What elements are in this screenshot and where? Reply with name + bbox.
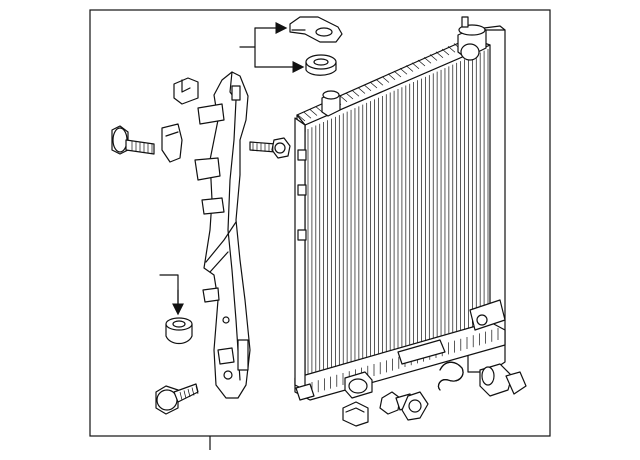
upper-mount-bracket	[289, 16, 343, 43]
stud-thread	[252, 143, 274, 152]
upper-insulator	[305, 54, 337, 76]
bolt	[111, 125, 155, 155]
stud-bolt	[249, 137, 291, 159]
lower-insulator-callout	[159, 274, 184, 316]
side-bracket-baffle	[194, 71, 251, 399]
sensor-fitting	[479, 363, 527, 397]
drain-plug	[342, 401, 369, 427]
radiator-core	[294, 16, 506, 401]
upper-mount-callout	[239, 22, 305, 73]
hose-clip	[437, 361, 464, 391]
clip	[161, 77, 199, 163]
drain-valve	[379, 391, 429, 421]
diagram-frame	[89, 9, 551, 437]
lower-bolt-thread	[179, 385, 199, 401]
lower-bolt	[155, 383, 199, 415]
radiator-fins	[307, 49, 489, 381]
bolt-thread	[131, 141, 153, 154]
lower-insulator	[165, 317, 193, 345]
